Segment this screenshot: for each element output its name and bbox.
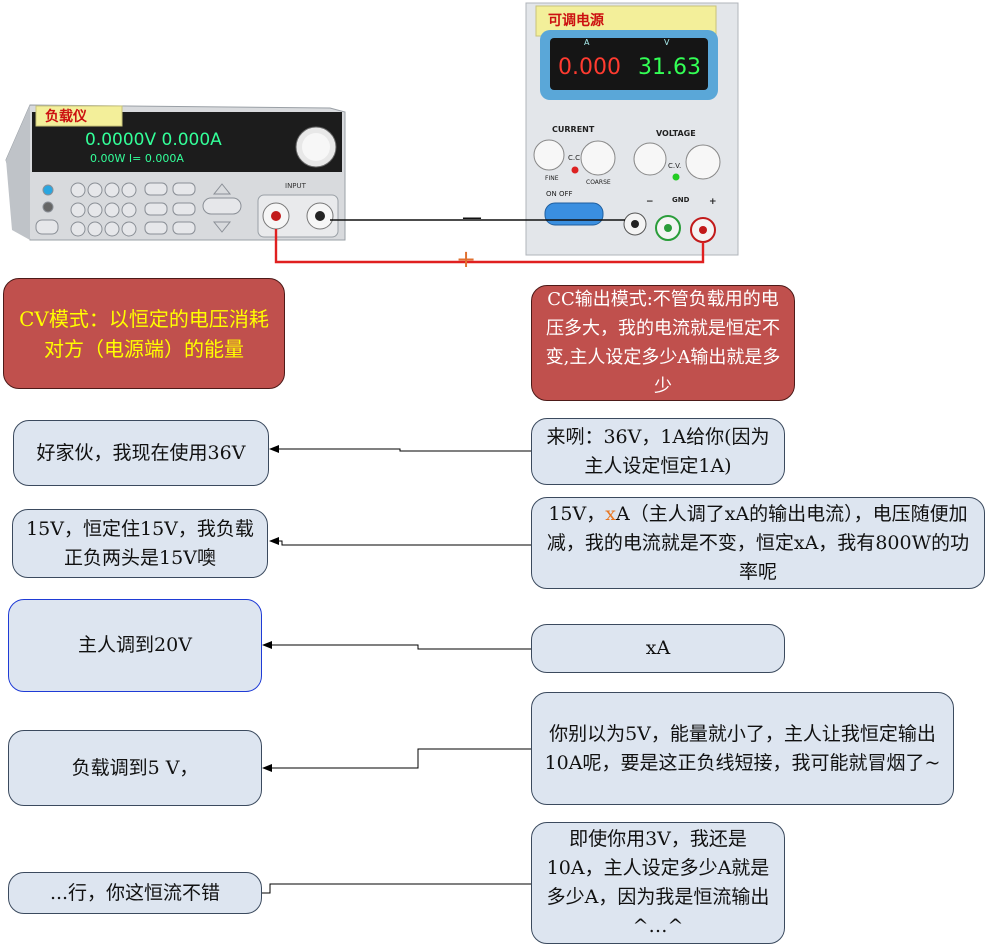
psu-voltage-display: 31.63 [638, 55, 701, 80]
load-display-line2: 0.00W I= 0.000A [90, 152, 184, 165]
psu-gnd-label: GND [672, 196, 690, 204]
load-keypad[interactable] [35, 182, 242, 237]
psu-unit-v: V [664, 38, 670, 47]
load-input-label: INPUT [285, 182, 307, 190]
psu-voltage-label: VOLTAGE [656, 129, 696, 138]
load-reply-1: 好家伙，我现在使用36V [13, 420, 269, 486]
load-name-tag: 负载仪 [45, 108, 88, 125]
positive-wire [274, 229, 705, 264]
supply-reply-3: xA [531, 624, 785, 673]
psu-current-display: 0.000 [558, 55, 621, 80]
psu-name-tag: 可调电源 [548, 12, 604, 29]
electronic-load: 负载仪 0.0000V 0.000A 0.00W I= 0.000A INPUT [5, 104, 346, 241]
psu-cc-label: C.C [568, 154, 580, 162]
psu-plus-label: + [709, 197, 717, 207]
positive-wire-label: + [456, 245, 476, 273]
device-illustration: 负载仪 0.0000V 0.000A 0.00W I= 0.000A INPUT [5, 2, 739, 273]
cc-mode-box: CC输出模式:不管负载用的电压多大，我的电流就是恒定不变,主人设定多少A输出就是… [531, 285, 795, 401]
psu-minus-label: − [646, 197, 654, 207]
supply-reply-2-post: A（主人调了xA的输出电流），电压随便加减，我的电流就是不变，恒定xA，我有80… [546, 502, 970, 583]
negative-wire-label: — [462, 205, 482, 229]
supply-reply-2-pre: 15V， [548, 502, 606, 525]
supply-reply-2-highlight: x [605, 502, 616, 525]
load-display-line1: 0.0000V 0.000A [85, 130, 222, 150]
arrow-1 [269, 445, 531, 453]
connector-5 [262, 883, 531, 894]
load-reply-3: 主人调到20V [8, 599, 262, 692]
psu-voltage-coarse-knob[interactable] [685, 144, 721, 180]
arrow-4 [262, 748, 531, 772]
supply-reply-1: 来咧：36V，1A给你(因为主人设定恒定1A) [531, 418, 785, 485]
load-reply-2: 15V，恒定住15V，我负载正负两头是15V噢 [12, 509, 268, 578]
arrow-2 [269, 537, 531, 546]
supply-reply-5: 即使你用3V，我还是10A，主人设定多少A就是多少A，因为我是恒流输出^…^ [531, 822, 785, 944]
arrow-3 [262, 641, 531, 650]
psu-current-fine-knob[interactable] [533, 139, 565, 171]
psu-cv-label: C.V. [668, 162, 681, 170]
psu-current-label: CURRENT [552, 125, 595, 134]
psu-current-coarse-knob[interactable] [580, 140, 616, 176]
cv-mode-box: CV模式：以恒定的电压消耗对方（电源端）的能量 [3, 278, 285, 389]
psu-coarse-label: COARSE [586, 179, 611, 186]
load-reply-5: ...行，你这恒流不错 [8, 872, 262, 914]
load-reply-4: 负载调到5 V， [8, 730, 262, 806]
psu-on-off-label: ON OFF [546, 190, 573, 198]
psu-unit-a: A [584, 38, 590, 47]
psu-fine-label: FINE [545, 175, 559, 182]
supply-reply-2: 15V，xA（主人调了xA的输出电流），电压随便加减，我的电流就是不变，恒定xA… [531, 497, 985, 589]
psu-voltage-fine-knob[interactable] [633, 142, 667, 176]
supply-reply-4: 你别以为5V，能量就小了，主人让我恒定输出10A呢，要是这正负线短接，我可能就冒… [531, 692, 954, 805]
